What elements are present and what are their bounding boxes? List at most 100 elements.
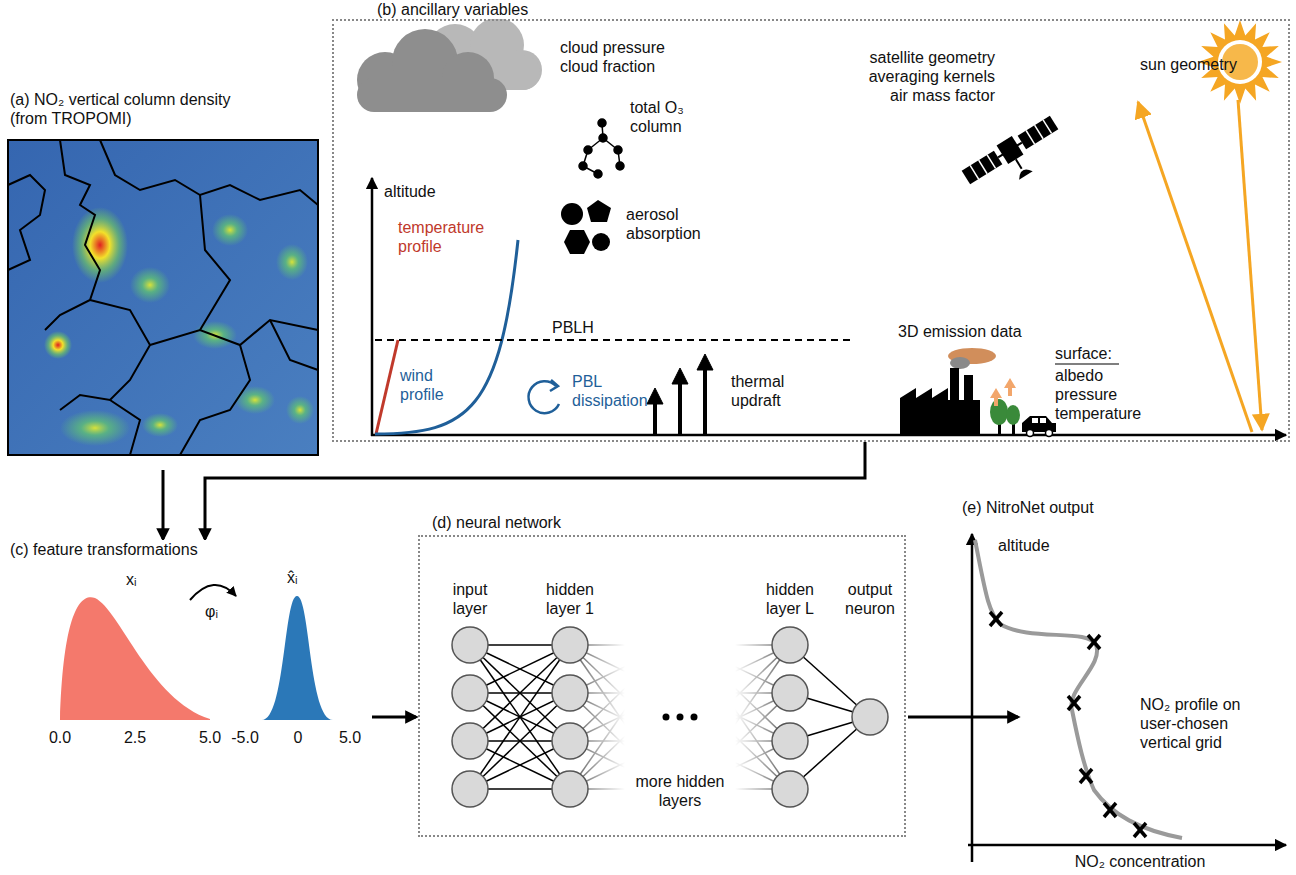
tick-label: 5.0 xyxy=(190,728,230,747)
variable-label: satellite geometry averaging kernels air… xyxy=(855,48,995,106)
math-symbol: x̂ᵢ xyxy=(287,568,317,587)
network-graph xyxy=(452,723,488,759)
network-graph xyxy=(470,645,570,789)
profile-markers xyxy=(1068,696,1080,710)
satellite-icon xyxy=(1026,130,1034,144)
variable-label: sun geometry xyxy=(1140,55,1250,74)
emission-icon xyxy=(900,388,948,434)
variable-label: 3D emission data xyxy=(898,322,1058,341)
no2-map xyxy=(60,300,150,410)
no2-map xyxy=(276,244,308,280)
emission-icon xyxy=(948,400,980,434)
tick-label: -5.0 xyxy=(225,728,265,747)
variable-label: surface: xyxy=(1055,344,1145,363)
surface-underline xyxy=(1055,363,1119,364)
emission-icon xyxy=(900,348,1056,437)
updraft-arrows xyxy=(647,388,663,404)
no2-map xyxy=(150,320,318,345)
network-graph xyxy=(772,627,808,663)
ozone-molecule-icon xyxy=(616,162,624,170)
emission-icon xyxy=(1006,405,1020,425)
updraft-arrows xyxy=(703,368,707,434)
profile-plot xyxy=(968,534,1286,862)
ozone-molecule-icon xyxy=(614,146,622,154)
pbl-circle-arrow xyxy=(529,380,559,413)
network-graph xyxy=(452,771,488,807)
variable-label: PBLH xyxy=(552,318,612,337)
no2-map xyxy=(8,140,318,455)
sun-rays xyxy=(1238,100,1262,430)
satellite-icon xyxy=(1018,116,1059,150)
network-graph xyxy=(691,714,698,721)
updraft-arrows xyxy=(672,368,688,384)
panel-heading: (b) ancillary variables xyxy=(375,0,779,19)
aerosol-icon xyxy=(592,233,610,251)
no2-map xyxy=(8,140,318,455)
no2-map xyxy=(45,140,100,330)
ozone-molecule-icon xyxy=(584,146,592,154)
aerosol-icon xyxy=(587,200,611,222)
profile-plot xyxy=(975,540,1182,838)
layer-label: hidden layer L xyxy=(753,580,827,618)
no2-map xyxy=(235,386,275,414)
variable-label: cloud pressure cloud fraction xyxy=(560,38,685,76)
no2-map xyxy=(8,140,318,455)
profile-markers xyxy=(1134,823,1146,837)
network-graph xyxy=(452,675,488,711)
emission-icon xyxy=(990,388,1002,406)
satellite-icon xyxy=(1035,125,1043,139)
satellite-icon xyxy=(979,160,987,174)
network-graph xyxy=(772,771,808,807)
no2-map xyxy=(100,140,318,205)
profile-axes xyxy=(371,434,1286,437)
network-graph xyxy=(470,645,570,789)
flow-arrow xyxy=(162,470,165,539)
ozone-molecule-icon xyxy=(579,119,624,178)
profile-plot xyxy=(968,844,1286,847)
tick-label: 0 xyxy=(278,728,318,747)
variable-label: temperature profile xyxy=(398,218,498,256)
pbl-circle-arrow xyxy=(550,380,558,391)
profile-markers xyxy=(1068,696,1080,710)
no2-map xyxy=(60,410,130,446)
pblh-line xyxy=(375,339,850,341)
updraft-arrows xyxy=(697,354,713,370)
axis-label: NO₂ concentration xyxy=(1050,852,1230,871)
no2-map xyxy=(142,413,178,437)
panel-heading: (e) NitroNet output xyxy=(960,498,1214,517)
flow-arrow xyxy=(908,716,1018,719)
no2-map xyxy=(270,320,318,370)
emission-icon xyxy=(1004,378,1016,396)
layer-label: output neuron xyxy=(837,580,903,618)
sun-rays xyxy=(1138,100,1262,432)
panel-heading: (a) NO₂ vertical column density (from TR… xyxy=(8,90,262,128)
no2-map xyxy=(286,396,314,424)
satellite-icon xyxy=(1016,166,1033,180)
profile-markers xyxy=(990,612,1146,837)
profile-markers xyxy=(990,612,1002,626)
panel-border xyxy=(418,535,906,837)
plot-annotation: NO₂ profile on user-chosen vertical grid xyxy=(1140,695,1260,753)
network-graph xyxy=(452,627,488,663)
profile-markers xyxy=(1080,769,1092,783)
ozone-molecule-icon xyxy=(598,119,606,127)
no2-map xyxy=(180,345,250,455)
no2-map xyxy=(200,195,230,330)
network-graph xyxy=(852,699,888,735)
profile-markers xyxy=(1104,803,1116,817)
distribution-plots xyxy=(262,596,333,720)
variable-label: albedo pressure temperature xyxy=(1055,366,1155,424)
tick-label: 2.5 xyxy=(115,728,155,747)
ozone-molecule-icon xyxy=(599,134,607,142)
axis-label: altitude xyxy=(384,182,464,201)
emission-icon xyxy=(1032,418,1038,423)
profile-markers xyxy=(1080,769,1092,783)
emission-icon xyxy=(950,357,970,369)
updraft-arrows xyxy=(647,354,713,434)
sun-rays xyxy=(1138,102,1252,432)
aerosol-icon xyxy=(564,230,590,254)
aerosol-icon xyxy=(561,203,583,225)
panel-heading: (d) neural network xyxy=(430,513,734,532)
emission-icon xyxy=(990,399,1008,425)
network-graph xyxy=(552,627,588,663)
